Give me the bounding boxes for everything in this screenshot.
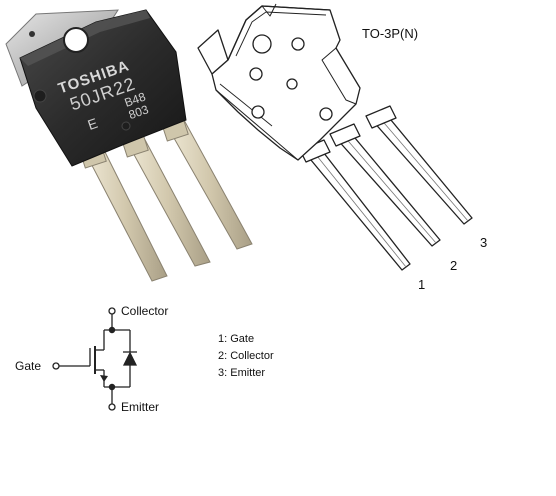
pinout-line-1: 1: Gate (218, 333, 254, 345)
collector-label: Collector (121, 304, 168, 318)
pin-number-1: 1 (418, 277, 425, 292)
transistor-photo: TOSHIBA 50JR22 B48 803 E (5, 9, 253, 282)
emitter-label: Emitter (121, 400, 159, 414)
pinout-line-2: 2: Collector (218, 350, 274, 362)
emitter-terminal (108, 403, 116, 411)
pin-number-3: 3 (480, 235, 487, 250)
freewheel-diode (122, 351, 138, 366)
outline-mounting-hole (252, 34, 272, 54)
package-name-label: TO-3P(N) (362, 26, 418, 41)
photo-mounting-hole (63, 27, 89, 53)
igbt-symbol (52, 307, 138, 411)
gate-terminal (52, 362, 60, 370)
collector-terminal (108, 307, 116, 315)
pin-number-2: 2 (450, 258, 457, 273)
package-outline-drawing (197, 3, 473, 271)
outline-leg-1 (305, 147, 411, 271)
gate-label: Gate (15, 359, 41, 373)
photo-code-line1: B48 (123, 89, 148, 109)
photo-code-line2: 803 (127, 102, 151, 122)
pinout-line-3: 3: Emitter (218, 367, 265, 379)
outline-leg-3 (371, 113, 473, 225)
